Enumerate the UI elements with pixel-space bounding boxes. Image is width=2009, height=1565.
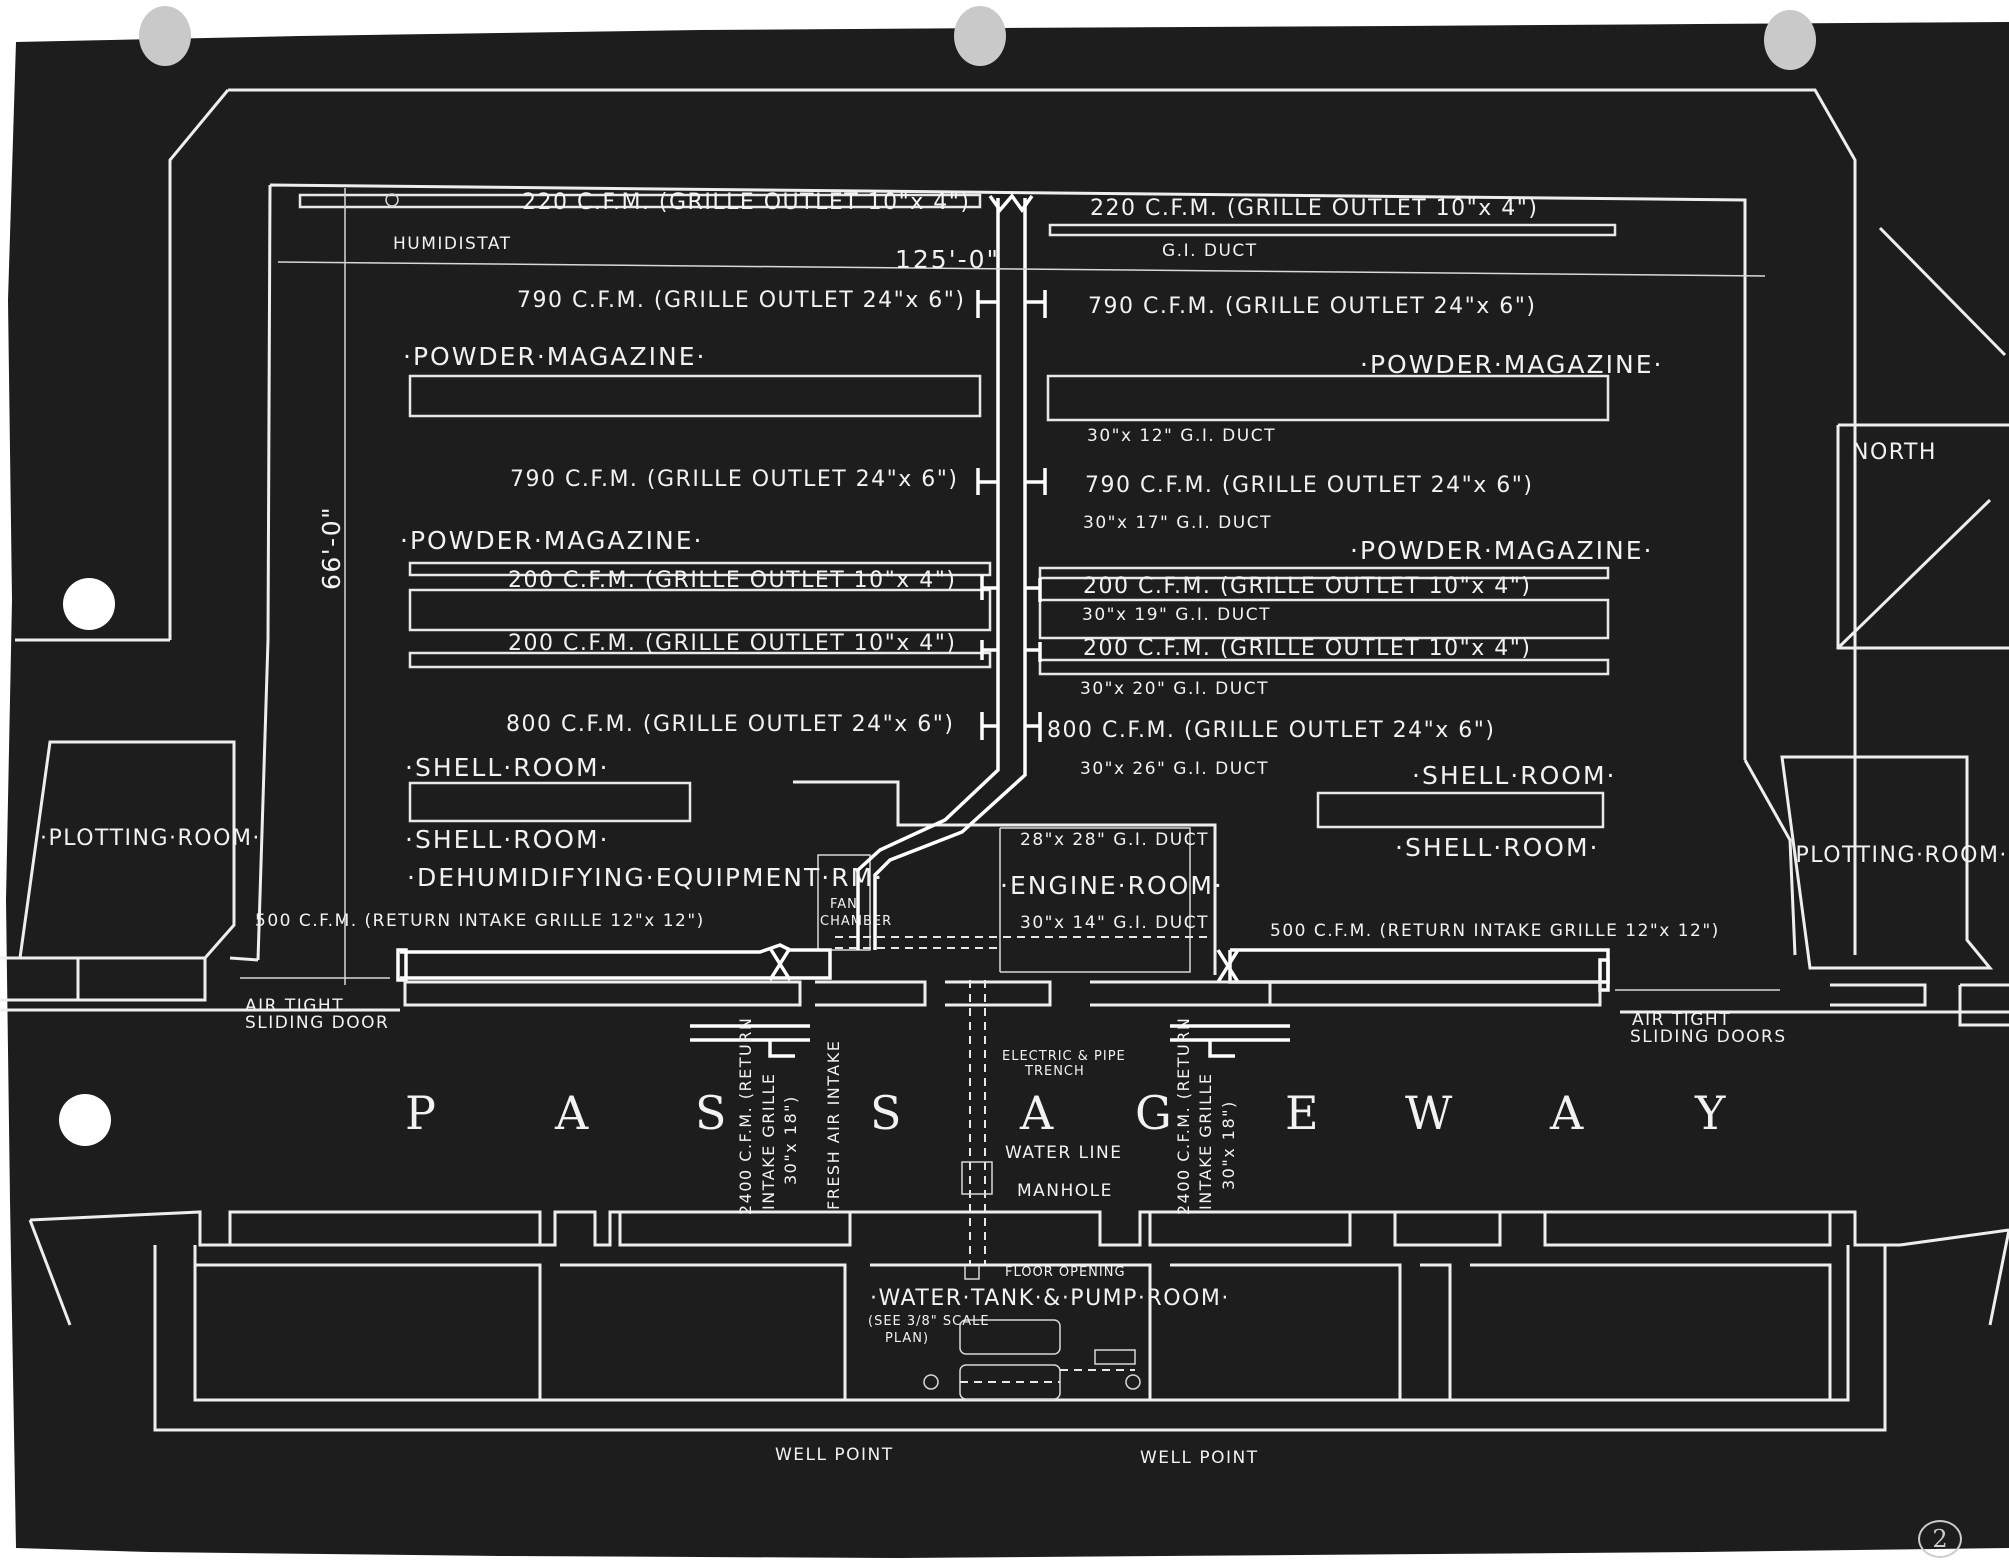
label-800cfm-right: 800 C.F.M. (GRILLE OUTLET 24"x 6") (1047, 718, 1496, 743)
passageway-letter: S (695, 1086, 729, 1140)
main-duct (856, 193, 1047, 950)
label-powder-magazine-left-1: ·POWDER·MAGAZINE· (403, 342, 707, 371)
label-plotting-room-left: ·PLOTTING·ROOM· (40, 826, 261, 851)
label-water-tank-room: ·WATER·TANK·&·PUMP·ROOM· (870, 1286, 1230, 1311)
label-powder-magazine-right-2: ·POWDER·MAGAZINE· (1350, 536, 1654, 565)
plotting-room-left (18, 740, 236, 960)
label-500cfm-right: 500 C.F.M. (RETURN INTAKE GRILLE 12"x 12… (1270, 921, 1720, 941)
label-return-2400-left-1: 2400 C.F.M. (RETURN (736, 1016, 755, 1215)
label-790cfm-left-2: 790 C.F.M. (GRILLE OUTLET 24"x 6") (510, 467, 959, 492)
label-200cfm-left-2: 200 C.F.M. (GRILLE OUTLET 10"x 4") (508, 631, 957, 656)
label-200cfm-left-1: 200 C.F.M. (GRILLE OUTLET 10"x 4") (508, 568, 957, 593)
label-duct-30x14: 30"x 14" G.I. DUCT (1020, 913, 1209, 933)
label-dehumidifying-room: ·DEHUMIDIFYING·EQUIPMENT·RM· (407, 863, 885, 892)
label-shell-room-right-2: ·SHELL·ROOM· (1395, 833, 1600, 862)
lower-rooms (28, 1210, 2009, 1432)
inner-wall (256, 183, 1797, 961)
fan-chamber-outline (817, 854, 871, 951)
dehumidifying-room-outline (793, 780, 1217, 975)
dimension-125ft (277, 261, 1766, 277)
punch-hole (1764, 10, 1816, 70)
label-plotting-room-right: ·PLOTTING·ROOM· (1787, 843, 2008, 868)
label-water-line: WATER LINE (1005, 1143, 1123, 1163)
label-duct-30x12: 30"x 12" G.I. DUCT (1087, 426, 1276, 446)
label-220cfm-right: 220 C.F.M. (GRILLE OUTLET 10"x 4") (1090, 196, 1539, 221)
label-air-tight-left-1: AIR TIGHT (245, 996, 345, 1016)
label-duct-30x26: 30"x 26" G.I. DUCT (1080, 759, 1269, 779)
punch-hole (63, 578, 115, 630)
label-790cfm-left-1: 790 C.F.M. (GRILLE OUTLET 24"x 6") (517, 288, 966, 313)
label-return-2400-left-2: INTAKE GRILLE (759, 1072, 778, 1210)
label-north: NORTH (1852, 440, 1937, 465)
passageway-letter: P (405, 1086, 438, 1140)
label-200cfm-right-1: 200 C.F.M. (GRILLE OUTLET 10"x 4") (1083, 574, 1532, 599)
label-fan: FAN (830, 897, 858, 912)
label-see-plan-1: (SEE 3/8" SCALE (868, 1314, 990, 1329)
label-see-plan-2: PLAN) (885, 1331, 930, 1346)
label-electric-trench-2: TRENCH (1025, 1064, 1085, 1079)
label-220cfm-left: 220 C.F.M. (GRILLE OUTLET 10"x 4") (522, 190, 971, 215)
label-engine-room: ·ENGINE·ROOM· (1000, 871, 1224, 900)
punch-hole (59, 1094, 111, 1146)
label-return-2400-right-3: 30"x 18") (1219, 1100, 1238, 1190)
manhole (961, 1161, 993, 1195)
label-800cfm-left: 800 C.F.M. (GRILLE OUTLET 24"x 6") (506, 712, 955, 737)
label-electric-trench-1: ELECTRIC & PIPE (1002, 1049, 1126, 1064)
passageway-letter: W (1405, 1086, 1455, 1140)
sheet-number-badge: 2 (1918, 1520, 1962, 1558)
left-wall-slope (15, 638, 259, 962)
label-return-2400-right-1: 2400 C.F.M. (RETURN (1174, 1016, 1193, 1215)
label-shell-room-left-2: ·SHELL·ROOM· (405, 825, 610, 854)
label-fresh-air-intake: FRESH AIR INTAKE (824, 1039, 843, 1210)
return-ducts (396, 936, 1610, 1058)
label-duct-30x19: 30"x 19" G.I. DUCT (1082, 605, 1271, 625)
central-wall-band (0, 956, 2009, 1027)
label-manhole: MANHOLE (1017, 1181, 1113, 1201)
label-200cfm-right-2: 200 C.F.M. (GRILLE OUTLET 10"x 4") (1083, 636, 1532, 661)
label-790cfm-right-2: 790 C.F.M. (GRILLE OUTLET 24"x 6") (1085, 473, 1534, 498)
label-floor-opening: FLOOR OPENING (1005, 1265, 1126, 1280)
label-return-2400-left-3: 30"x 18") (781, 1095, 800, 1185)
passageway-letter: E (1285, 1086, 1321, 1140)
label-humidistat: HUMIDISTAT (393, 234, 512, 254)
humidistat-symbol (385, 193, 399, 207)
label-powder-magazine-left-2: ·POWDER·MAGAZINE· (400, 526, 704, 555)
label-gi-duct-top: G.I. DUCT (1162, 241, 1258, 261)
label-chamber: CHAMBER (820, 914, 893, 929)
outer-wall (168, 88, 1857, 955)
north-box (1836, 226, 2009, 650)
passageway-letter: A (1550, 1086, 1586, 1140)
label-duct-30x17: 30"x 17" G.I. DUCT (1083, 513, 1272, 533)
passageway-letter: A (555, 1086, 591, 1140)
label-return-2400-right-2: INTAKE GRILLE (1196, 1072, 1215, 1210)
label-shell-room-right-1: ·SHELL·ROOM· (1412, 761, 1617, 790)
label-dimension-125: 125'-0" (895, 245, 1001, 274)
label-duct-30x20: 30"x 20" G.I. DUCT (1080, 679, 1269, 699)
label-500cfm-left: 500 C.F.M. (RETURN INTAKE GRILLE 12"x 12… (255, 911, 705, 931)
passageway-letter: Y (1695, 1086, 1728, 1140)
punch-hole (954, 6, 1006, 66)
label-duct-28x28: 28"x 28" G.I. DUCT (1020, 830, 1209, 850)
label-powder-magazine-right-1: ·POWDER·MAGAZINE· (1360, 350, 1664, 379)
label-shell-room-left-1: ·SHELL·ROOM· (405, 753, 610, 782)
label-well-point-left: WELL POINT (775, 1445, 894, 1465)
engine-room-outline (999, 827, 1191, 973)
sheet-number: 2 (1932, 1525, 1948, 1553)
label-well-point-right: WELL POINT (1140, 1448, 1259, 1468)
plotting-room-right (1780, 755, 1994, 970)
label-790cfm-right-1: 790 C.F.M. (GRILLE OUTLET 24"x 6") (1088, 294, 1537, 319)
punch-hole (139, 6, 191, 66)
passageway-letter: S (870, 1086, 904, 1140)
label-air-tight-right-1: AIR TIGHT (1632, 1010, 1732, 1030)
electric-pipe-trench (969, 980, 986, 1265)
magazine-bars (298, 193, 1617, 829)
passageway-letter: A (1020, 1086, 1056, 1140)
water-tanks (923, 1319, 1141, 1400)
passageway-letter: G (1135, 1086, 1174, 1140)
label-air-tight-right-2: SLIDING DOORS (1630, 1027, 1787, 1047)
label-dimension-66: 66'-0" (317, 505, 346, 590)
label-air-tight-left-2: SLIDING DOOR (245, 1013, 390, 1033)
